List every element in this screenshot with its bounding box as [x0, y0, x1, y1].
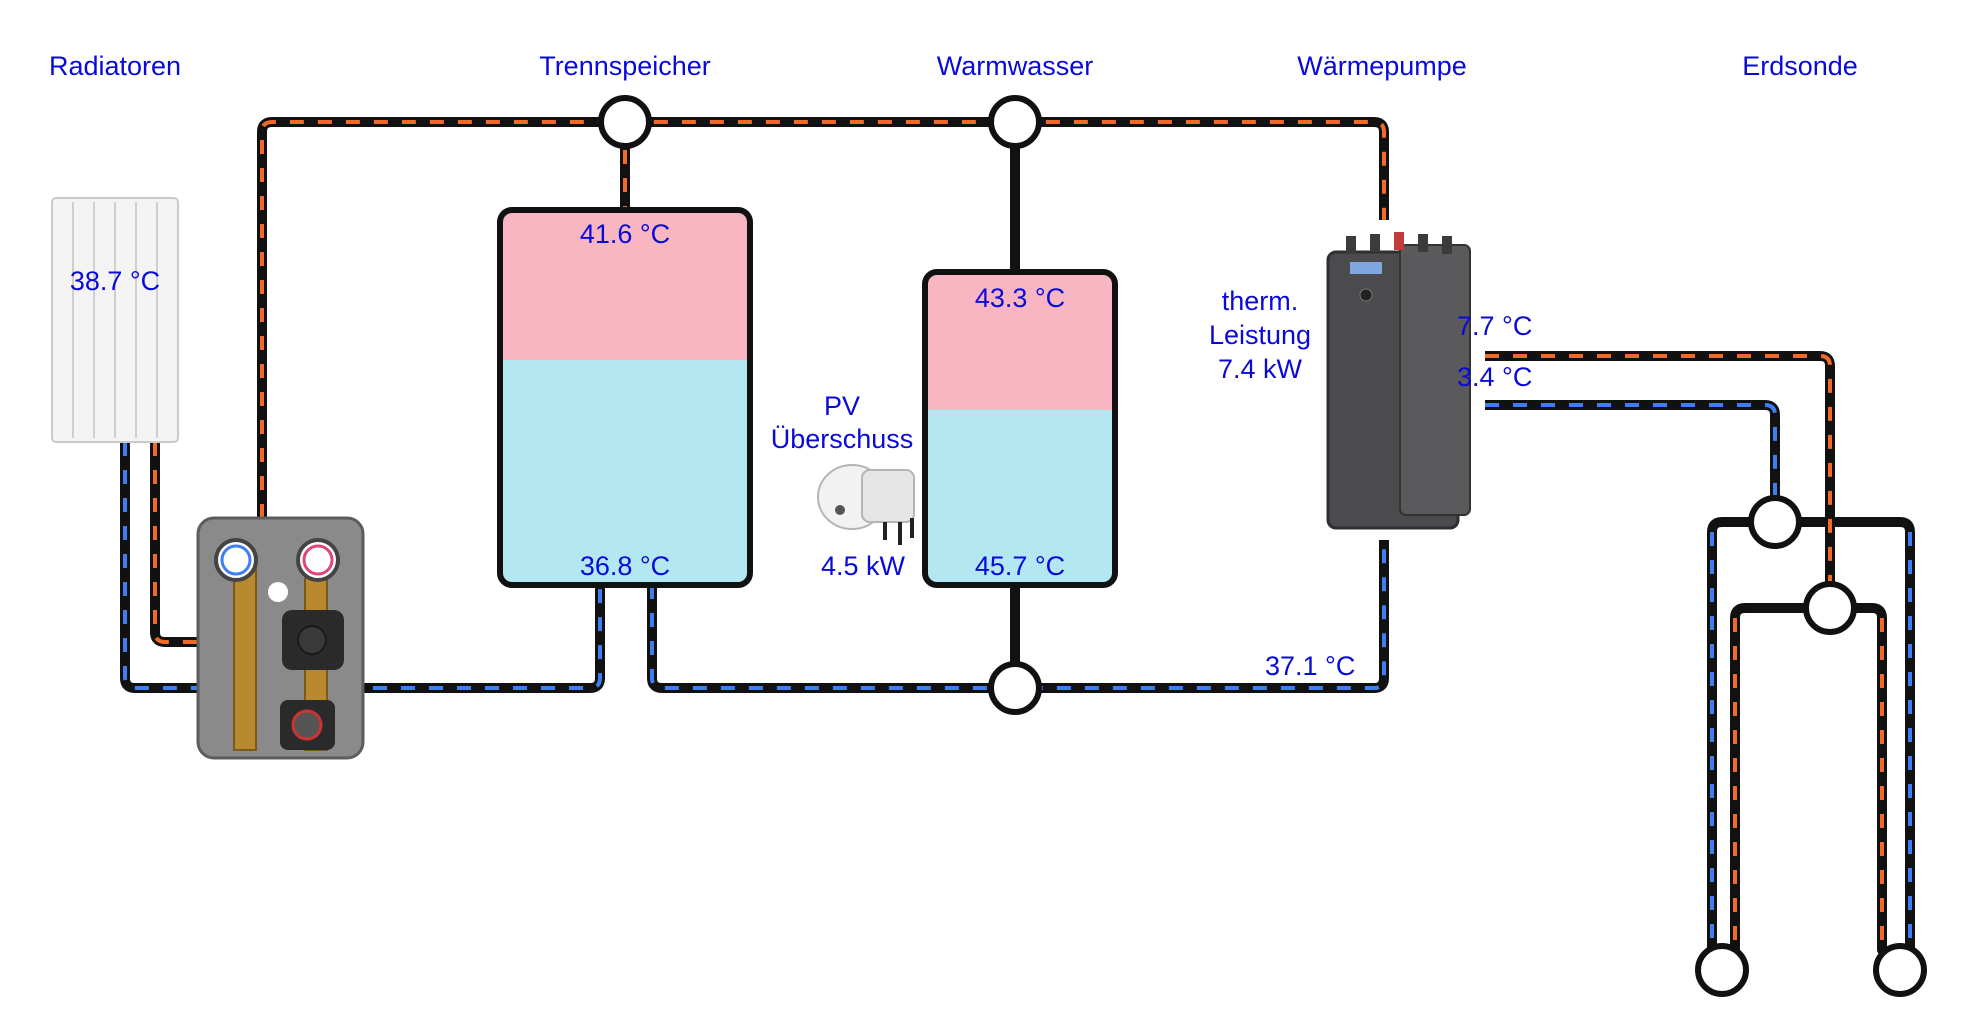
heat-pump-label-line1: therm. [1222, 286, 1299, 316]
radiator-supply-flow [153, 442, 200, 644]
return-temp: 37.1 °C [1265, 651, 1355, 681]
warmwasser-outline [922, 269, 1118, 588]
heat-pump-side-panel [1399, 244, 1471, 516]
heat-pump-power: 7.4 kW [1218, 354, 1303, 384]
pv-label-line2: Überschuss [771, 424, 914, 454]
trennspeicher-return-flow [345, 585, 602, 690]
heat-pump-logo-icon [1350, 262, 1382, 274]
section-label-trennspeicher: Trennspeicher [539, 51, 711, 81]
pump-group-hole [268, 582, 288, 602]
radiator: 38.7 °C [51, 197, 179, 443]
source-in-pipe [1480, 400, 1780, 527]
section-label-waermepumpe: Wärmepumpe [1297, 51, 1467, 81]
source-out-temp: 7.7 °C [1457, 311, 1532, 341]
section-label-radiatoren: Radiatoren [49, 51, 181, 81]
borehole-end-right [1873, 943, 1927, 997]
flow-dashes [123, 120, 1912, 945]
borehole-outer-left-pipe [1707, 517, 1780, 955]
trennspeicher-hot-layer [500, 210, 750, 360]
return-header-flow [650, 540, 1386, 690]
trennspeicher-outline [497, 207, 753, 588]
circulation-pump-dial [297, 625, 327, 655]
mixing-valve-knob [291, 709, 323, 741]
warmwasser-top-temp: 43.3 °C [975, 283, 1065, 313]
pv-heater: PV Überschuss 4.5 kW [771, 391, 915, 581]
borehole-junction-outer [1748, 495, 1802, 549]
warmwasser-supply-junction [988, 95, 1042, 149]
heat-pump-display-icon [1359, 288, 1373, 302]
borehole-end-left [1695, 943, 1749, 997]
heat-pump-connector [1370, 234, 1380, 252]
thermometer-hot-dial [302, 544, 334, 576]
borehole-junction-inner [1803, 581, 1857, 635]
heat-pump-connector [1418, 234, 1428, 252]
source-in-temp: 3.4 °C [1457, 362, 1532, 392]
borehole-inner-left-pipe [1730, 603, 1835, 955]
source-out-flow [1485, 354, 1832, 592]
warmwasser-return-junction [988, 661, 1042, 715]
supply-flow [260, 120, 1386, 630]
heat-pump-label-line2: Leistung [1209, 320, 1311, 350]
trennspeicher-top-temp: 41.6 °C [580, 219, 670, 249]
heat-pump: therm. Leistung 7.4 kW 7.7 °C 3.4 °C 37.… [1209, 220, 1532, 681]
heat-pump-connector-hot [1394, 232, 1404, 250]
pv-power: 4.5 kW [821, 551, 906, 581]
return-to-trennspeicher-pipe [340, 580, 605, 693]
borehole-inner-right-pipe [1825, 603, 1887, 955]
trennspeicher-junction [598, 95, 652, 149]
heating-rod-body [861, 469, 915, 523]
warmwasser-tank: 43.3 °C 45.7 °C [922, 269, 1118, 588]
radiator-temp: 38.7 °C [70, 266, 160, 296]
pump-group-pipe-left [233, 559, 257, 751]
radiator-return-flow [123, 442, 200, 690]
heat-pump-connector [1442, 236, 1452, 254]
section-label-warmwasser: Warmwasser [937, 51, 1094, 81]
thermometer-cold-dial [220, 544, 252, 576]
warmwasser-hot-layer [925, 272, 1115, 410]
pv-label-line1: PV [824, 391, 860, 421]
warmwasser-cold-layer [925, 410, 1115, 585]
trennspeicher-bottom-temp: 36.8 °C [580, 551, 670, 581]
section-label-erdsonde: Erdsonde [1742, 51, 1858, 81]
warmwasser-bottom-temp: 45.7 °C [975, 551, 1065, 581]
trennspeicher-tank: 41.6 °C 36.8 °C [497, 207, 753, 588]
borehole-outer-right-pipe [1770, 517, 1915, 955]
heat-pump-connector [1346, 236, 1356, 254]
source-in-flow [1485, 403, 1777, 522]
trennspeicher-cold-layer [500, 360, 750, 585]
heating-rod-led [835, 505, 845, 515]
pump-group [196, 516, 365, 760]
